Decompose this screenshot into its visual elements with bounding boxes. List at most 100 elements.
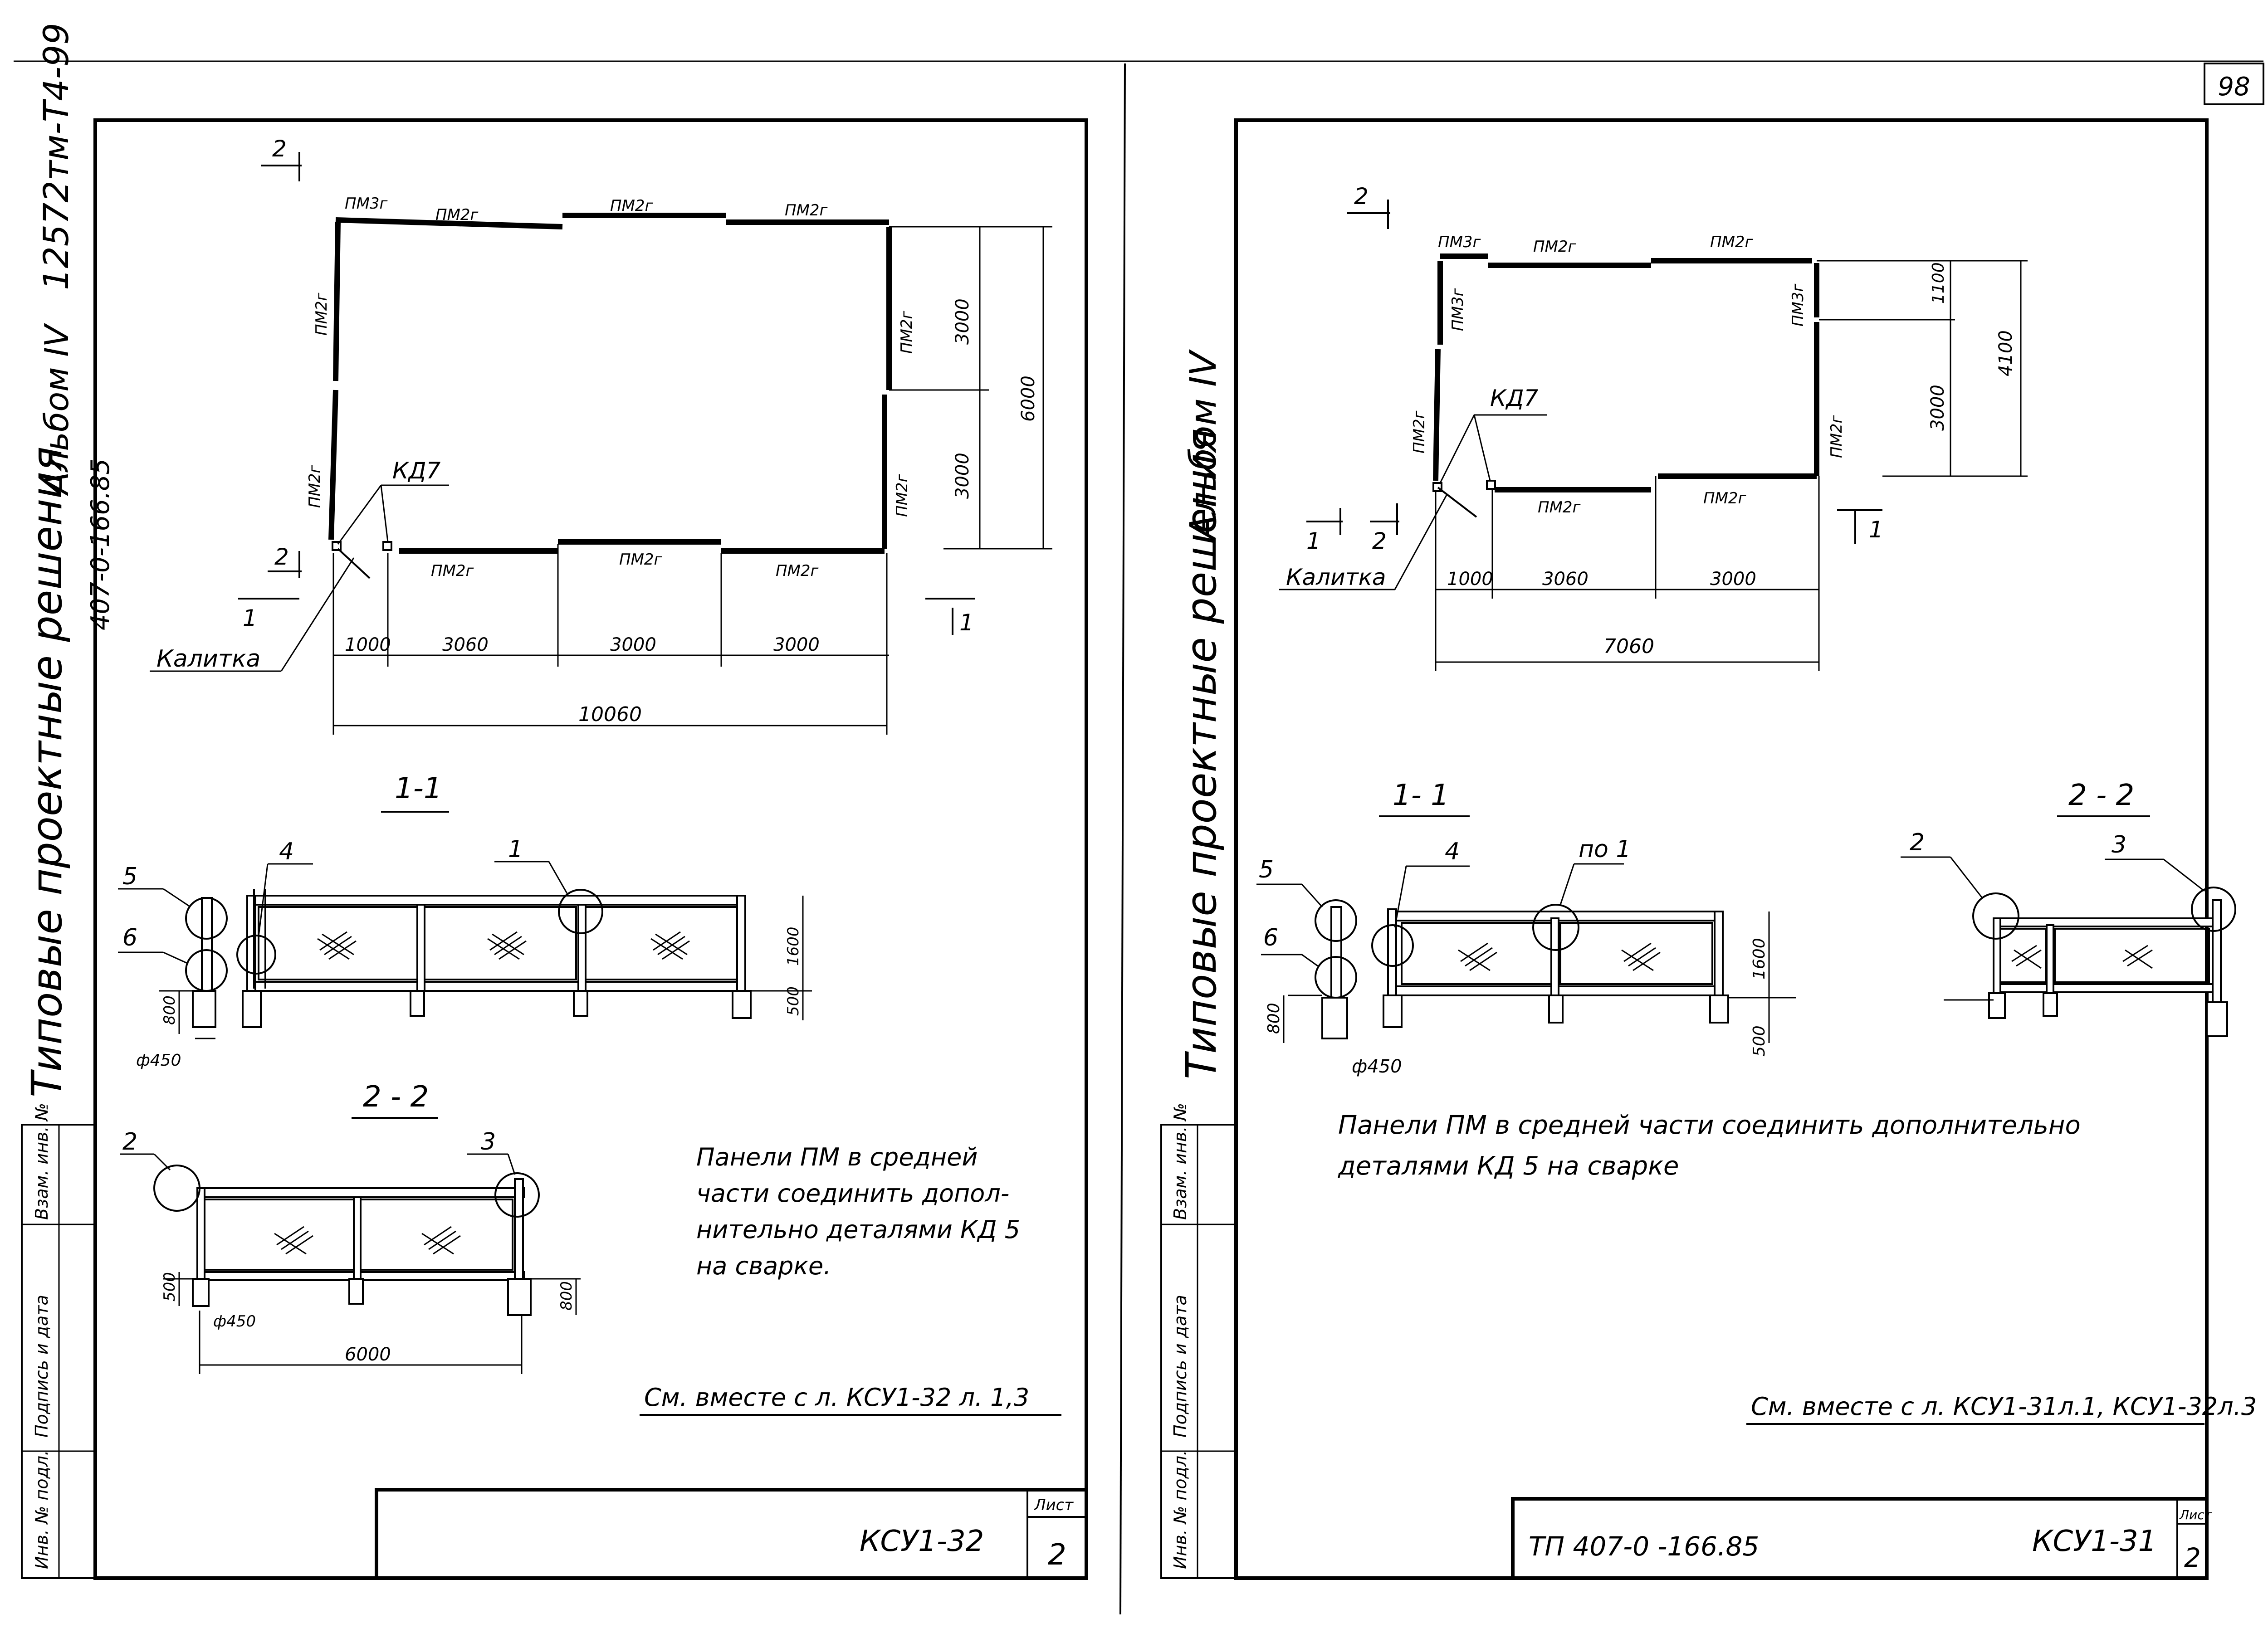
right-section-1-1: 1- 1 — [1256, 779, 1796, 1077]
mesh-hatch — [650, 931, 690, 960]
panel-label: ПМ2г — [619, 551, 663, 569]
fence-post — [1714, 911, 1724, 996]
dim-right: 800 — [557, 1281, 576, 1311]
dimension-label: 6000 — [1018, 375, 1039, 422]
mesh-hatch — [2011, 945, 2042, 969]
callout-circle — [1532, 904, 1579, 951]
gate-post — [382, 541, 392, 551]
gate-leaf — [337, 548, 371, 579]
right-spine-series: Типовые проектные решения — [1177, 429, 1226, 1079]
left-side-stamp-inv: Инв. № подл. — [32, 1450, 52, 1569]
panel-label: ПМ3г — [1789, 283, 1807, 327]
right-title-block — [1511, 1497, 2209, 1580]
page-number-box — [2204, 63, 2264, 105]
leader-line — [280, 557, 355, 672]
left-title-block — [375, 1488, 1088, 1580]
left-section-2-2: 2 - 2 2 3 — [120, 1080, 581, 1374]
leader-line — [1301, 954, 1318, 967]
section-mark: 2 — [272, 136, 287, 162]
dimension-label: 3000 — [773, 634, 820, 655]
fence-post — [514, 1178, 524, 1289]
callout-6: 6 — [1263, 924, 1278, 951]
fence-post — [353, 1196, 362, 1280]
fence-post — [1993, 917, 2001, 994]
left-sheet-no: 2 — [1048, 1538, 1066, 1572]
page-number: 98 — [2218, 72, 2250, 102]
callout-circle — [2191, 887, 2236, 932]
callout-4: 4 — [279, 838, 294, 865]
dim-diameter: ф450 — [213, 1312, 256, 1331]
leader-line — [1439, 414, 1475, 483]
fence-post — [1550, 917, 1559, 996]
fence-post — [2212, 899, 2222, 1010]
fence-post — [196, 1187, 205, 1280]
fence-rail — [1993, 983, 2221, 993]
callout-circle — [494, 1172, 540, 1218]
foundation — [192, 990, 216, 1028]
dimension-label: 1000 — [345, 634, 391, 655]
foundation — [573, 990, 588, 1017]
leader-line — [1473, 414, 1491, 481]
fence-mesh-panel — [1401, 922, 1552, 985]
panel-label: ПМ2г — [1703, 489, 1747, 507]
right-frame — [1234, 118, 2209, 1580]
right-doc-code: ТП 407-0 -166.85 — [1529, 1531, 1759, 1562]
fence-rail — [246, 895, 745, 906]
callout-5: 5 — [122, 863, 137, 890]
panel-label: ПМ2г — [893, 473, 911, 517]
section-mark: 1 — [243, 605, 257, 631]
mesh-hatch — [2122, 945, 2153, 969]
right-note-line: Панели ПМ в средней части соединить допо… — [1338, 1111, 2081, 1140]
panel-label: ПМ2г — [1533, 238, 1577, 256]
callout-6: 6 — [122, 924, 137, 951]
leader-line — [548, 861, 568, 894]
right-section-2-2: 2 - 2 2 3 — [1901, 779, 2236, 1037]
panel-label: ПМ3г — [1438, 233, 1481, 251]
foundation — [1383, 994, 1403, 1028]
callout-2: 2 — [122, 1128, 137, 1155]
panel-label: ПМ2г — [898, 310, 916, 354]
section-title: 1- 1 — [1393, 779, 1449, 812]
left-sheet-code: КСУ1-32 — [860, 1525, 984, 1558]
left-frame — [93, 118, 1088, 1580]
foundation — [507, 1278, 532, 1316]
leader-line — [1394, 866, 1407, 928]
dim-post: 800 — [161, 995, 179, 1025]
note-line: нительно деталями КД 5 — [696, 1215, 1020, 1244]
callout-circle — [1972, 892, 2019, 940]
mesh-hatch — [487, 931, 527, 960]
mesh-hatch — [1458, 942, 1497, 971]
callout-circle — [558, 889, 603, 934]
left-side-stamp-sign: Подпись и дата — [32, 1295, 52, 1438]
callout-1: 1 — [508, 836, 523, 863]
fence-rail — [1993, 917, 2221, 927]
dim-diameter: ф450 — [1352, 1056, 1402, 1077]
panel-label: ПМ2г — [1410, 410, 1428, 453]
panel-label: ПМ2г — [313, 292, 331, 336]
panel-label: ПМ2г — [785, 201, 828, 219]
callout-3: 3 — [481, 1128, 496, 1155]
callout-circle — [1315, 956, 1357, 999]
section-mark: 1 — [1869, 517, 1883, 543]
section-title: 1-1 — [395, 772, 442, 805]
callout-po1: по 1 — [1579, 836, 1631, 863]
dimension-label: 3060 — [442, 634, 489, 655]
mesh-hatch — [421, 1226, 461, 1255]
leader-line — [2163, 858, 2205, 892]
mesh-hatch — [1621, 942, 1661, 971]
fence-mesh-panel — [1559, 922, 1713, 985]
foundation — [242, 990, 262, 1028]
panel-label: ПМ2г — [431, 562, 474, 580]
right-see-also: См. вместе с л. КСУ1-31л.1, КСУ1-32л.3 — [1751, 1392, 2257, 1421]
right-side-stamp-inv: Инв. № подл. — [1170, 1450, 1190, 1569]
section-mark: 2 — [1372, 528, 1387, 554]
mesh-hatch — [274, 1226, 313, 1255]
panel-label: ПМ2г — [306, 464, 324, 508]
right-spine-album: Альбом IV — [1182, 349, 1224, 542]
plan-detail-ref: КД7 — [392, 458, 441, 484]
dim-length: 6000 — [345, 1344, 391, 1365]
fence-post — [1387, 908, 1397, 996]
right-sheet-label: Лист — [2179, 1507, 2212, 1522]
foundation — [732, 990, 752, 1019]
foundation — [1988, 992, 2006, 1019]
